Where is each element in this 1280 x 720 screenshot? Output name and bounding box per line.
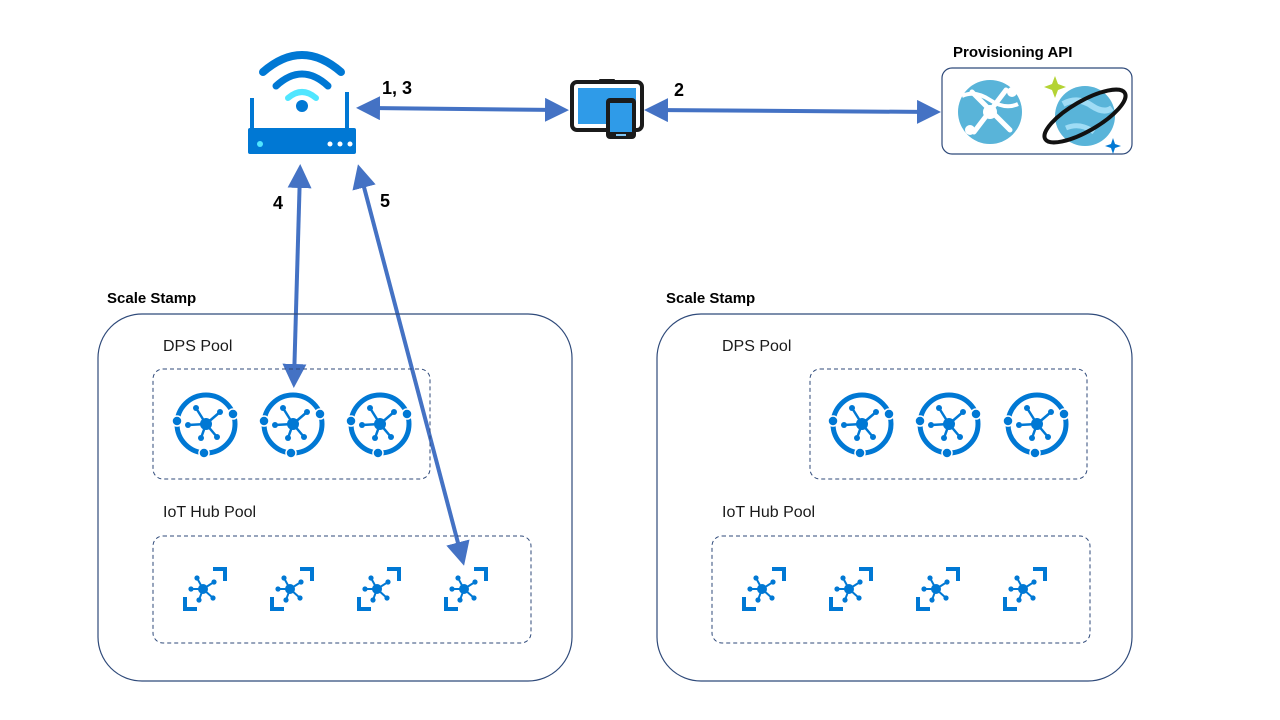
wifi-router-icon <box>248 51 356 154</box>
scale-stamp-1: Scale Stamp DPS Pool IoT Hub Pool <box>97 290 573 682</box>
tablet-phone-icon <box>570 79 644 139</box>
scale-stamp-2: Scale Stamp DPS Pool IoT Hub Pool <box>656 290 1133 682</box>
arrow-step-5 <box>352 164 470 566</box>
dps-pool-box <box>809 368 1088 480</box>
step-label-5: 5 <box>380 191 390 211</box>
iot-hub-icon <box>357 567 401 611</box>
dps-icon <box>1003 395 1069 458</box>
sparkle-icon <box>1044 76 1121 154</box>
iot-hub-pool-label: IoT Hub Pool <box>163 504 256 521</box>
iot-hub-icon <box>1003 567 1047 611</box>
dps-icon <box>828 395 894 458</box>
iot-hub-pool-label: IoT Hub Pool <box>722 504 815 521</box>
iot-hub-icon <box>829 567 873 611</box>
arrow-step-2 <box>644 98 941 124</box>
dps-icon <box>259 395 325 458</box>
scale-stamp-title: Scale Stamp <box>107 290 196 307</box>
dps-icon <box>346 395 412 458</box>
iot-hub-icon <box>916 567 960 611</box>
dps-icon <box>172 395 238 458</box>
provisioning-api-title: Provisioning API <box>953 44 1072 61</box>
iot-hub-icon <box>270 567 314 611</box>
step-label-2: 2 <box>674 80 684 100</box>
iot-hub-pool-box <box>711 535 1091 644</box>
step-label-4: 4 <box>273 193 283 213</box>
iot-hub-pool-box <box>152 535 532 644</box>
web-app-icon <box>958 80 1022 144</box>
step-label-1-3: 1, 3 <box>382 78 412 98</box>
dps-pool-box <box>152 368 431 480</box>
scale-stamp-title: Scale Stamp <box>666 290 755 307</box>
arrow-step-1-3 <box>356 96 569 122</box>
dps-pool-label: DPS Pool <box>163 338 232 355</box>
arrow-step-4 <box>282 164 312 388</box>
dps-pool-label: DPS Pool <box>722 338 791 355</box>
cosmos-db-icon <box>1042 86 1128 146</box>
dps-icon <box>915 395 981 458</box>
iot-hub-icon <box>183 567 227 611</box>
arrows <box>282 96 941 566</box>
iot-hub-icon <box>742 567 786 611</box>
iot-hub-icon <box>444 567 488 611</box>
